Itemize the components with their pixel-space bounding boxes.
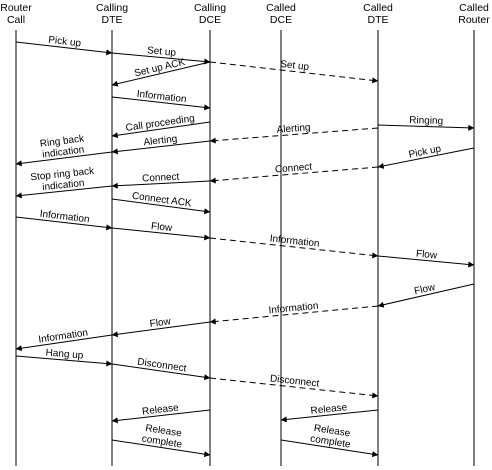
participant-header-router-call-line1: Router [0, 2, 32, 14]
message-label-set-up-1: Set up [147, 45, 177, 59]
participant-header-called-dce-line2: DCE [270, 14, 292, 26]
message-arrow-information-3 [209, 237, 379, 259]
message-label-disconnect-1: Disconnect [137, 357, 188, 375]
message-label-connect-ack: Connect ACK [131, 191, 192, 210]
message-label-ring-back-indication-line2: indication [42, 144, 85, 160]
message-arrow-release-1 [111, 409, 211, 424]
message-arrow-flow-2 [377, 255, 475, 268]
message-label-connect-1: Connect [275, 161, 313, 175]
message-label-flow-1: Flow [150, 221, 173, 234]
participant-header-calling-dte-line1: Calling [96, 2, 128, 14]
message-label-alerting-2: Alerting [143, 134, 178, 149]
message-arrow-disconnect-2 [209, 377, 379, 399]
message-label-information-5: Information [38, 328, 89, 346]
message-arrow-stop-ring-back-indication [15, 185, 113, 199]
participant-header-called-dce-line1: Called [266, 2, 296, 14]
message-arrow-ringing [377, 124, 475, 131]
message-arrow-disconnect-1 [111, 363, 211, 381]
message-arrow-flow-1 [111, 227, 211, 241]
message-arrow-alerting-1 [209, 127, 379, 144]
participant-header-calling-dce-line1: Calling [194, 2, 226, 14]
participant-header-router-call-line2: Call [7, 14, 25, 26]
message-arrow-information-4 [209, 305, 379, 325]
message-label-flow-2: Flow [415, 249, 438, 262]
message-label-call-proceeding: Call proceeding [125, 113, 195, 134]
participant-header-called-router-line1: Called [459, 2, 489, 14]
message-arrow-connect-1 [209, 166, 379, 184]
message-label-alerting-1: Alerting [276, 122, 311, 136]
message-label-release-2: Release [310, 402, 348, 417]
message-label-information-3: Information [269, 233, 320, 249]
message-arrow-release-2 [280, 409, 379, 423]
participant-header-called-dte-line2: DTE [368, 14, 389, 26]
message-label-hang-up: Hang up [45, 347, 84, 361]
message-arrow-release-complete-2 [280, 439, 379, 458]
message-arrow-flow-3 [377, 283, 475, 308]
message-arrow-set-up-2 [209, 61, 379, 84]
message-arrow-set-up-ack [111, 61, 211, 87]
message-label-set-up-ack: Set up ACK [133, 57, 186, 80]
message-label-connect-2: Connect [142, 172, 180, 185]
participant-header-called-router-line2: Router [458, 14, 490, 26]
message-label-pick-up-1: Pick up [48, 35, 82, 50]
message-arrow-release-complete-1 [111, 439, 211, 458]
message-label-stop-ring-back-indication-line2: indication [42, 178, 85, 193]
participant-header-calling-dce-line2: DCE [199, 14, 221, 26]
message-label-set-up-2: Set up [280, 59, 310, 73]
message-arrow-information-5 [15, 334, 113, 352]
message-arrow-connect-ack [111, 198, 211, 215]
message-arrow-flow-4 [111, 321, 211, 338]
message-arrow-ring-back-indication [15, 151, 113, 167]
message-arrow-information-1 [111, 96, 211, 111]
message-label-flow-3: Flow [413, 282, 437, 298]
message-label-ringing: Ringing [409, 115, 443, 127]
message-label-release-1: Release [142, 402, 180, 417]
message-arrow-hang-up [15, 355, 113, 367]
message-arrow-call-proceeding [111, 121, 211, 139]
message-arrow-pick-up-2 [377, 147, 475, 169]
message-label-flow-4: Flow [149, 316, 172, 330]
message-arrow-alerting-2 [111, 140, 211, 155]
participant-header-calling-dte-line2: DTE [102, 14, 123, 26]
message-arrow-pick-up-1 [15, 41, 113, 56]
message-arrow-information-2 [15, 216, 113, 231]
message-arrow-set-up-1 [111, 52, 211, 65]
message-label-disconnect-2: Disconnect [269, 373, 320, 389]
participant-header-called-dte-line1: Called [363, 2, 393, 14]
message-arrow-connect-2 [111, 180, 211, 189]
message-label-information-4: Information [268, 301, 319, 317]
